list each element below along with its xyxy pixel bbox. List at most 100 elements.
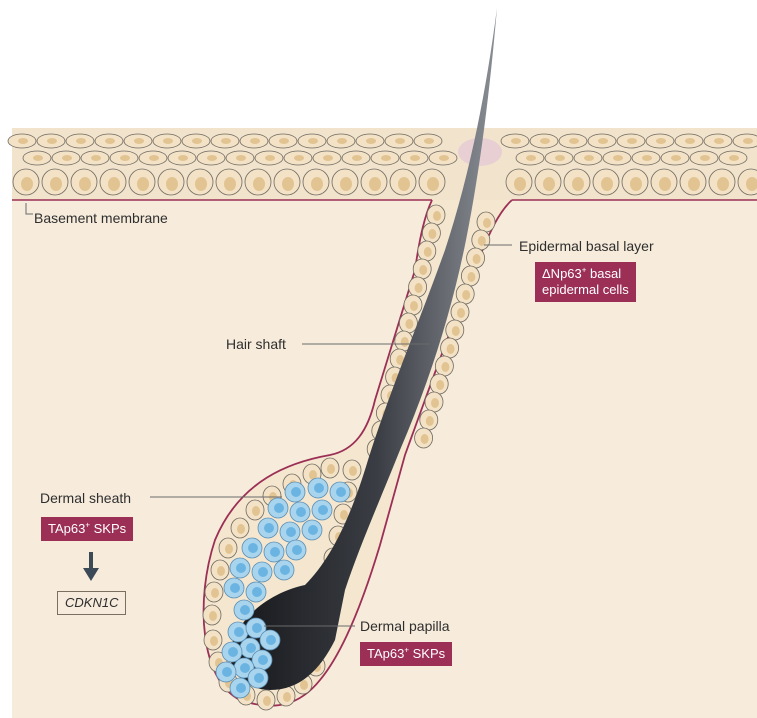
cell-nucleus	[283, 692, 291, 702]
cell-nucleus	[630, 177, 642, 191]
cell-nucleus	[192, 138, 202, 144]
skp-nucleus	[286, 527, 296, 537]
cell-nucleus	[419, 265, 427, 275]
cdkn1c-gene-box: CDKN1C	[57, 591, 126, 615]
cell-nucleus	[323, 155, 333, 161]
cell-nucleus	[340, 510, 348, 520]
skp-nucleus	[258, 567, 268, 577]
cell-nucleus	[395, 138, 405, 144]
cell-nucleus	[428, 229, 436, 239]
cell-nucleus	[369, 177, 381, 191]
cell-nucleus	[134, 138, 144, 144]
skp-nucleus	[252, 587, 262, 597]
cell-nucleus	[433, 211, 441, 221]
skp-nucleus	[270, 547, 280, 557]
skp-nucleus	[222, 667, 232, 677]
cell-nucleus	[76, 138, 86, 144]
skp-nucleus	[236, 563, 246, 573]
cell-nucleus	[62, 155, 72, 161]
basement-membrane-label: Basement membrane	[34, 210, 168, 226]
cell-nucleus	[352, 155, 362, 161]
dermal-papilla-label: Dermal papilla	[360, 618, 449, 634]
cell-nucleus	[236, 155, 246, 161]
cell-nucleus	[743, 138, 753, 144]
cell-nucleus	[656, 138, 666, 144]
skp-nucleus	[230, 583, 240, 593]
cell-nucleus	[327, 464, 335, 474]
cell-nucleus	[431, 398, 439, 408]
sheath-badge-prefix: TAp63	[48, 521, 85, 536]
skp-nucleus	[252, 623, 262, 633]
cell-nucleus	[511, 138, 521, 144]
arrow-down-icon	[83, 552, 99, 582]
cell-nucleus	[210, 636, 218, 646]
cell-nucleus	[688, 177, 700, 191]
cell-nucleus	[462, 290, 470, 300]
cell-nucleus	[221, 138, 231, 144]
skp-nucleus	[336, 487, 346, 497]
cell-nucleus	[700, 155, 710, 161]
skp-nucleus	[228, 647, 238, 657]
skp-nucleus	[246, 643, 256, 653]
sheath-badge-rest: SKPs	[90, 521, 126, 536]
papilla-skps-badge: TAp63+ SKPs	[360, 642, 452, 666]
cell-nucleus	[211, 588, 219, 598]
cell-nucleus	[250, 138, 260, 144]
cell-nucleus	[569, 138, 579, 144]
skp-nucleus	[296, 507, 306, 517]
cell-nucleus	[426, 416, 434, 426]
cell-nucleus	[598, 138, 608, 144]
papilla-badge-prefix: TAp63	[367, 646, 404, 661]
cell-nucleus	[467, 272, 475, 282]
basal-badge-line2: epidermal cells	[542, 282, 629, 297]
cell-nucleus	[209, 611, 217, 621]
cell-nucleus	[398, 177, 410, 191]
skp-nucleus	[248, 543, 258, 553]
cell-nucleus	[401, 337, 409, 347]
basal-epidermal-cells-badge: ΔNp63+ basal epidermal cells	[535, 262, 636, 302]
skp-nucleus	[254, 673, 264, 683]
cell-nucleus	[224, 177, 236, 191]
cell-nucleus	[555, 155, 565, 161]
cell-nucleus	[300, 680, 308, 690]
cell-nucleus	[381, 155, 391, 161]
cell-nucleus	[265, 155, 275, 161]
cell-nucleus	[163, 138, 173, 144]
cell-nucleus	[447, 344, 455, 354]
cell-nucleus	[252, 506, 260, 516]
epidermal-basal-layer-label: Epidermal basal layer	[519, 238, 654, 254]
cell-nucleus	[526, 155, 536, 161]
cell-nucleus	[410, 155, 420, 161]
skp-nucleus	[264, 523, 274, 533]
cell-nucleus	[120, 155, 130, 161]
cell-nucleus	[178, 155, 188, 161]
cell-nucleus	[405, 319, 413, 329]
skp-nucleus	[314, 483, 324, 493]
cell-nucleus	[21, 177, 33, 191]
basal-badge-rest: basal	[586, 266, 621, 281]
cell-nucleus	[441, 362, 449, 372]
cell-nucleus	[50, 177, 62, 191]
cell-nucleus	[337, 138, 347, 144]
cell-nucleus	[457, 308, 465, 318]
cell-nucleus	[79, 177, 91, 191]
cell-nucleus	[33, 155, 43, 161]
skp-nucleus	[266, 635, 276, 645]
cell-nucleus	[253, 177, 265, 191]
cell-nucleus	[366, 138, 376, 144]
cell-nucleus	[349, 466, 357, 476]
papilla-badge-rest: SKPs	[409, 646, 445, 661]
cell-nucleus	[714, 138, 724, 144]
cell-nucleus	[483, 218, 491, 228]
skp-nucleus	[308, 525, 318, 535]
cell-nucleus	[627, 138, 637, 144]
cell-nucleus	[195, 177, 207, 191]
skp-nucleus	[291, 487, 301, 497]
cell-nucleus	[166, 177, 178, 191]
cell-nucleus	[282, 177, 294, 191]
cell-nucleus	[137, 177, 149, 191]
cell-nucleus	[572, 177, 584, 191]
cell-nucleus	[717, 177, 729, 191]
hair-shaft-label: Hair shaft	[226, 336, 286, 352]
